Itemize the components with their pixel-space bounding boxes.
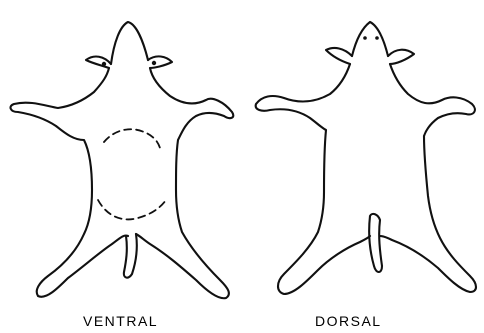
ventral-right-side xyxy=(136,68,233,298)
ventral-right-eye xyxy=(152,61,156,65)
dorsal-right-side xyxy=(380,64,476,292)
dorsal-left-side xyxy=(256,64,370,294)
dorsal-left-eye xyxy=(363,36,367,40)
dorsal-caption: DORSAL xyxy=(315,313,382,329)
dorsal-tail xyxy=(369,214,382,272)
pig-ventral-icon xyxy=(11,22,234,298)
ventral-left-ear xyxy=(86,57,111,68)
ventral-left-side xyxy=(11,68,128,297)
dorsal-right-eye xyxy=(375,36,379,40)
ventral-tail xyxy=(124,234,137,278)
ventral-head-outline xyxy=(111,22,148,64)
ventral-caption: VENTRAL xyxy=(83,313,158,329)
ventral-right-ear xyxy=(148,56,172,68)
pig-dorsal-icon xyxy=(256,22,476,294)
ventral-left-eye xyxy=(102,62,106,66)
dorsal-head-outline xyxy=(352,22,388,56)
ventral-lower-dashed-line xyxy=(98,200,166,219)
ventral-upper-dashed-line xyxy=(104,129,160,148)
dorsal-left-ear xyxy=(326,48,352,64)
dorsal-right-ear xyxy=(388,50,414,64)
